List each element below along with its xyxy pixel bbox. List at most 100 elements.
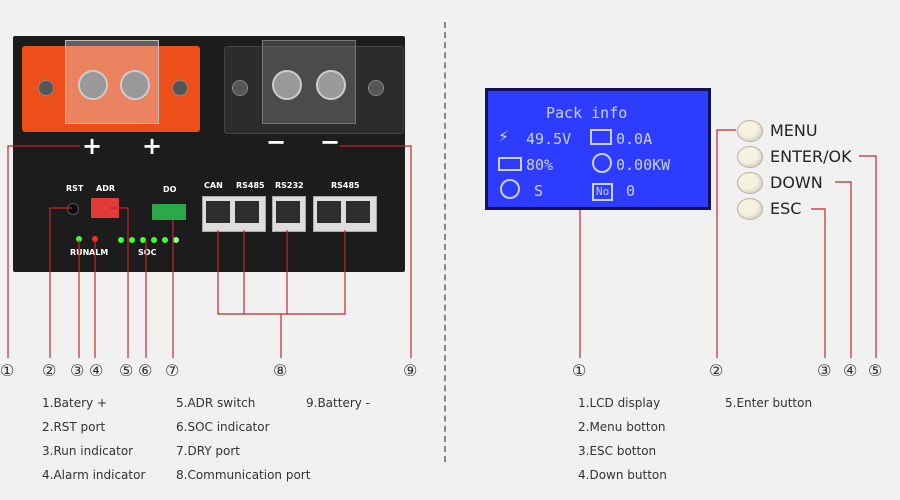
marker-r1: ① <box>572 361 587 380</box>
rs485-port <box>235 201 259 223</box>
screw-icon <box>78 70 108 100</box>
left-leader-lines <box>7 145 412 358</box>
leader-line-1 <box>7 145 80 358</box>
soc-led <box>140 237 146 243</box>
legend-item: 7.DRY port <box>176 444 241 458</box>
rst-label: RST <box>66 184 84 193</box>
screw-icon <box>232 80 248 96</box>
screw-icon <box>38 80 54 96</box>
legend-item: 5.Enter button <box>725 396 813 410</box>
alm-label: ALM <box>89 248 109 257</box>
marker-r3: ③ <box>817 361 832 380</box>
marker-8: ⑧ <box>273 361 288 380</box>
leader-line-r5 <box>859 155 877 358</box>
down-button[interactable] <box>737 172 763 194</box>
leader-line-9 <box>340 145 412 358</box>
screw-icon <box>172 80 188 96</box>
soc-led <box>118 237 124 243</box>
rs485-label: RS485 <box>236 181 265 190</box>
legend-item: 2.Menu botton <box>578 420 666 434</box>
marker-6: ⑥ <box>138 361 153 380</box>
screw-icon <box>368 80 384 96</box>
marker-2: ② <box>42 361 57 380</box>
minus-sign: − <box>320 128 341 156</box>
adr-switch <box>91 198 119 218</box>
alarm-led <box>92 236 98 242</box>
right-leader-lines <box>579 129 877 358</box>
screw-icon <box>316 70 346 100</box>
legend-item: 3.Run indicator <box>42 444 134 458</box>
lcd-display: Pack info ⚡ 49.5V 0.0A 80% 0.00KW S No 0 <box>485 88 711 210</box>
legend-item: 4.Alarm indicator <box>42 468 146 482</box>
legend-item: 9.Battery - <box>306 396 371 410</box>
rst-port <box>67 203 79 215</box>
leader-line-8 <box>217 230 346 315</box>
marker-r5: ⑤ <box>868 361 883 380</box>
dry-port <box>152 204 186 220</box>
legend-item: 4.Down button <box>578 468 667 482</box>
marker-3: ③ <box>70 361 85 380</box>
lcd-state: S <box>534 182 544 200</box>
enter-ok-button-label: ENTER/OK <box>770 147 852 166</box>
menu-button[interactable] <box>737 120 763 142</box>
lcd-no-value: 0 <box>626 182 636 200</box>
rs485-label: RS485 <box>331 181 360 190</box>
lcd-power: 0.00KW <box>616 156 671 174</box>
can-label: CAN <box>204 181 223 190</box>
legend-item: 8.Communication port <box>176 468 311 482</box>
soc-led <box>151 237 157 243</box>
do-label: DO <box>163 185 177 194</box>
lcd-no-label: No <box>592 183 614 201</box>
marker-4: ④ <box>89 361 104 380</box>
soc-label: SOC <box>138 248 157 257</box>
adr-label: ADR <box>96 184 115 193</box>
run-led <box>76 236 82 242</box>
enter-ok-button[interactable] <box>737 146 763 168</box>
marker-r4: ④ <box>843 361 858 380</box>
marker-7: ⑦ <box>165 361 180 380</box>
legend-item: 1.LCD display <box>578 396 661 410</box>
gauge-icon <box>592 153 612 173</box>
esc-button[interactable] <box>737 198 763 220</box>
soc-led <box>162 237 168 243</box>
rs485-port <box>346 201 370 223</box>
plus-sign: + <box>142 132 163 160</box>
lightning-icon: ⚡ <box>498 126 509 147</box>
lcd-current: 0.0A <box>616 130 653 148</box>
plug-icon <box>590 129 612 145</box>
marker-9: ⑨ <box>403 361 418 380</box>
state-icon <box>500 179 520 199</box>
rs485-port <box>317 201 341 223</box>
leader-line-r2 <box>716 129 736 358</box>
lcd-voltage: 49.5V <box>526 130 572 148</box>
battery-icon <box>498 157 522 171</box>
legend-item: 1.Batery + <box>42 396 108 410</box>
leader-line-2 <box>49 207 72 358</box>
soc-led <box>129 237 135 243</box>
rs232-label: RS232 <box>275 181 304 190</box>
plus-sign: + <box>82 132 103 160</box>
down-button-label: DOWN <box>770 173 823 192</box>
rs232-port <box>276 201 300 223</box>
esc-button-label: ESC <box>770 199 802 218</box>
lcd-soc: 80% <box>526 156 554 174</box>
marker-5: ⑤ <box>119 361 134 380</box>
can-port <box>206 201 230 223</box>
leader-line-r3 <box>811 208 826 358</box>
legend-item: 5.ADR switch <box>176 396 256 410</box>
menu-button-label: MENU <box>770 121 818 140</box>
run-label: RUN <box>70 248 90 257</box>
screw-icon <box>120 70 150 100</box>
screw-icon <box>272 70 302 100</box>
leader-line-r4 <box>835 181 852 358</box>
legend-item: 2.RST port <box>42 420 106 434</box>
legend-item: 6.SOC indicator <box>176 420 270 434</box>
lcd-title: Pack info <box>546 104 628 122</box>
marker-r2: ② <box>709 361 724 380</box>
minus-sign: − <box>266 128 287 156</box>
soc-led <box>173 237 179 243</box>
section-divider <box>444 22 446 462</box>
marker-1: ① <box>0 361 15 380</box>
leader-line-5 <box>109 207 129 358</box>
legend-item: 3.ESC botton <box>578 444 657 458</box>
